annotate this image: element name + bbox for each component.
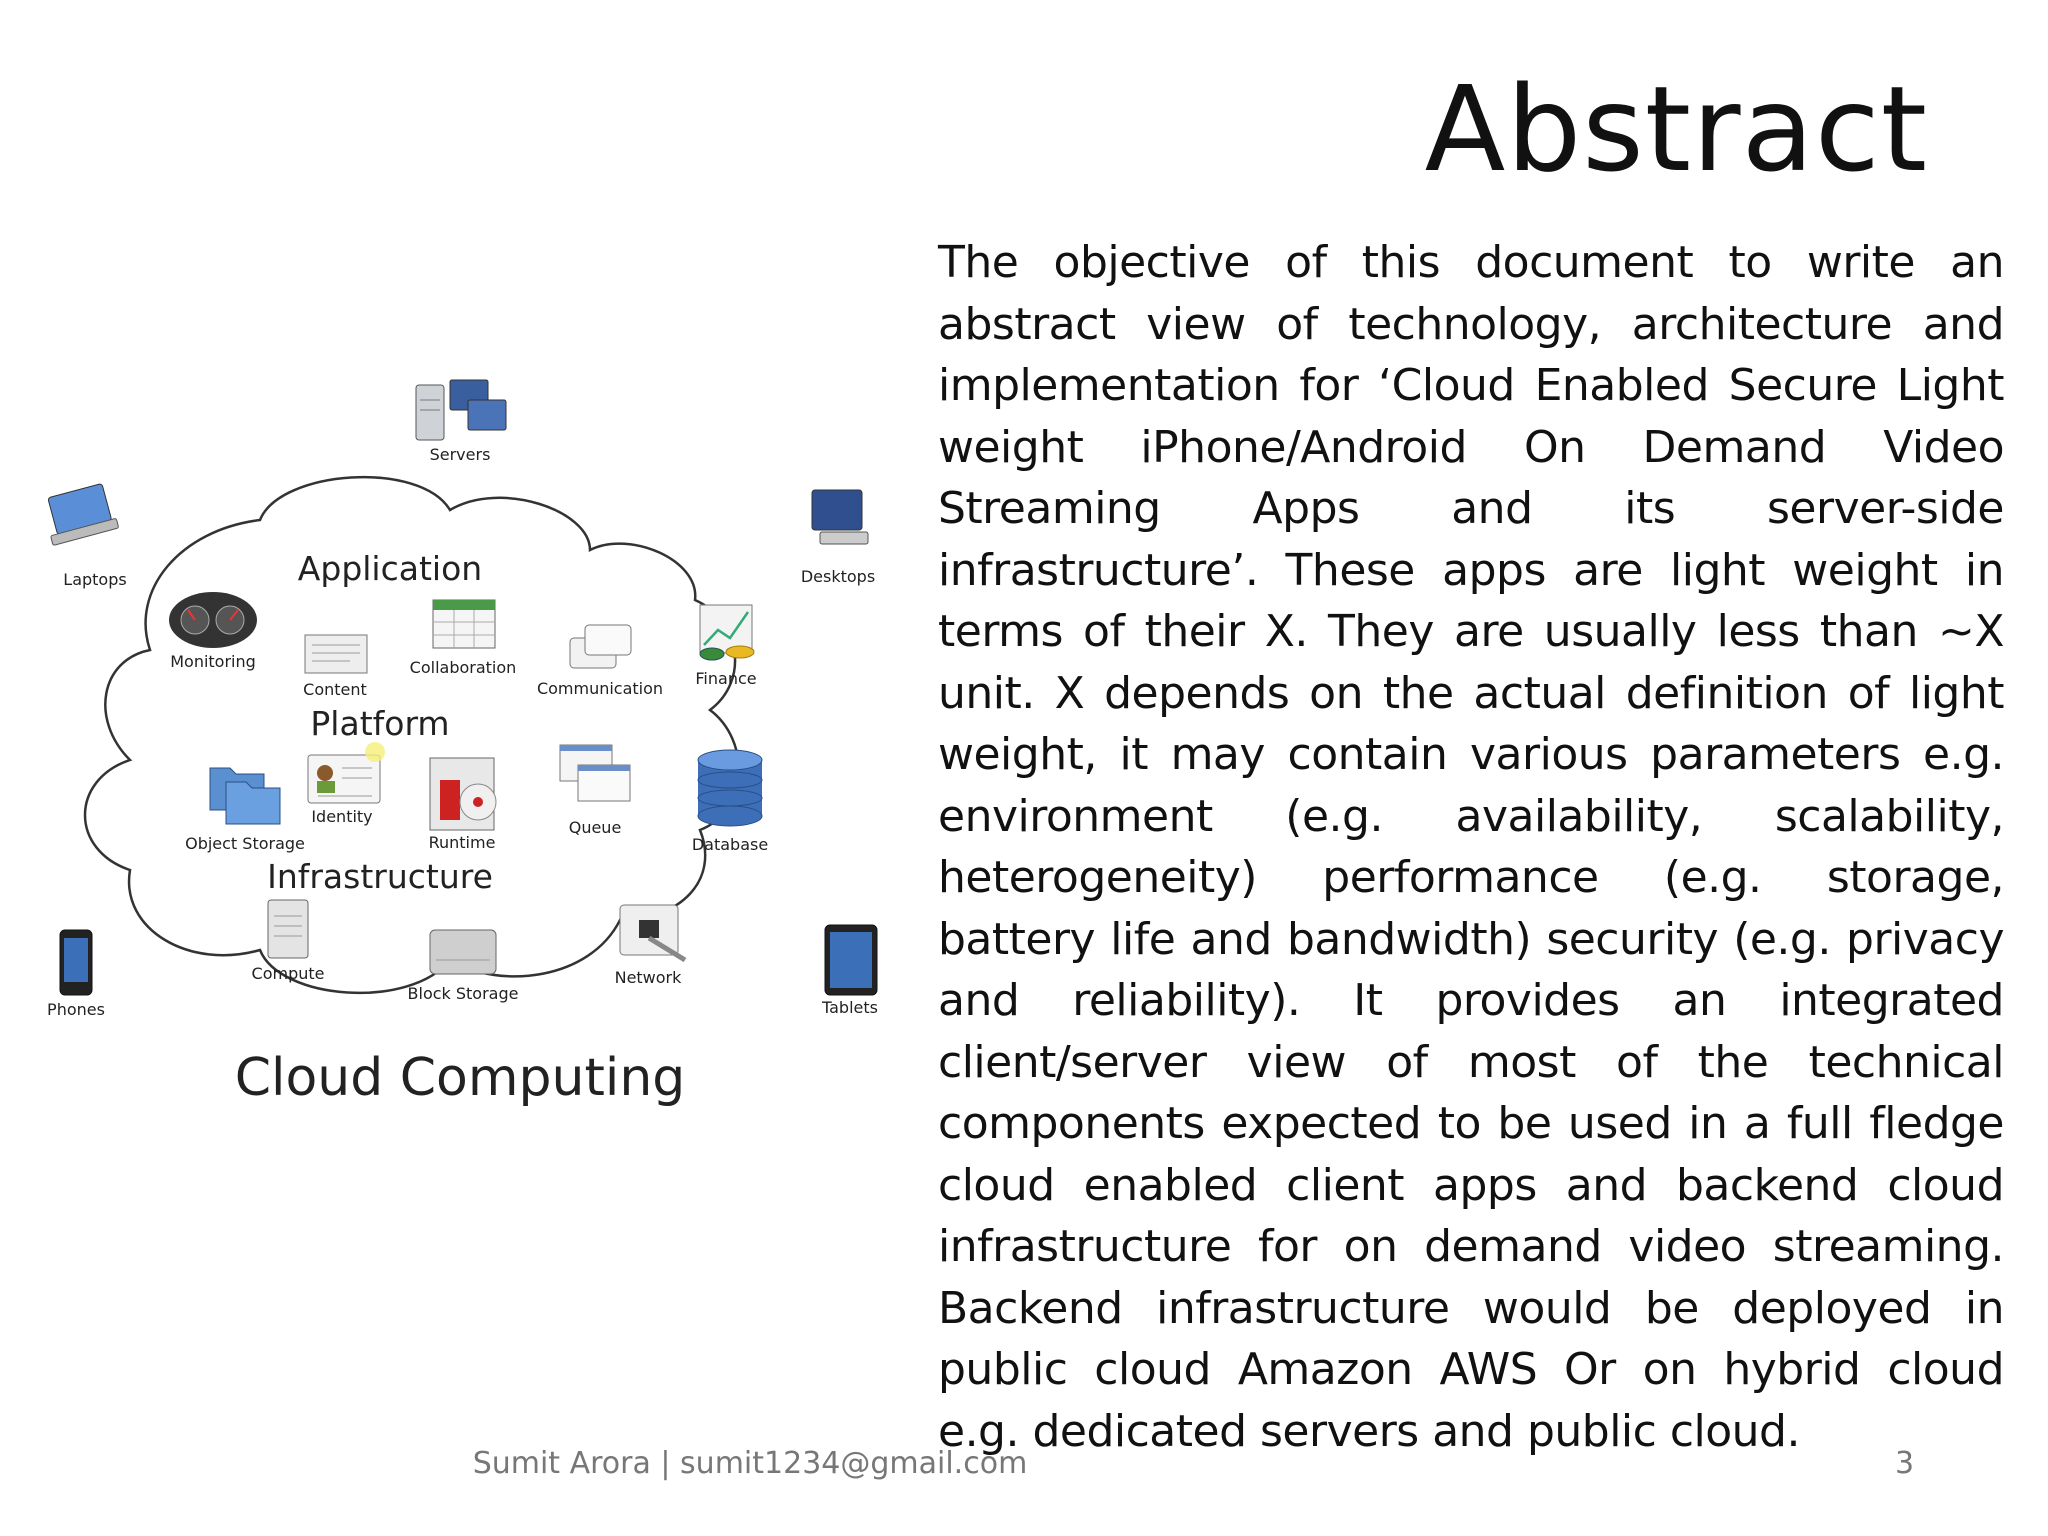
- database-label: Database: [692, 835, 768, 854]
- section-application: Application: [298, 549, 482, 588]
- phones-label: Phones: [47, 1000, 105, 1019]
- laptop-icon: [47, 483, 119, 546]
- identity-label: Identity: [311, 807, 372, 826]
- page-number: 3: [1895, 1446, 1915, 1481]
- network-label: Network: [615, 968, 683, 987]
- network-port-icon: [619, 904, 687, 963]
- folder-icon: [209, 767, 281, 825]
- section-platform: Platform: [310, 704, 449, 743]
- tablet-icon: [824, 924, 878, 996]
- cloud-computing-diagram: Application Platform Infrastructure Serv…: [30, 360, 890, 1140]
- slide-footer: Sumit Arora | sumit1234@gmail.com: [472, 1446, 1028, 1481]
- abstract-body: The objective of this document to write …: [938, 237, 2005, 1457]
- communication-label: Communication: [537, 679, 663, 698]
- runtime-disc-icon: [429, 757, 497, 831]
- collaboration-label: Collaboration: [410, 658, 517, 677]
- runtime-label: Runtime: [429, 833, 496, 852]
- content-label: Content: [303, 680, 367, 699]
- servers-icon: [415, 379, 507, 441]
- queue-windows-icon: [559, 744, 631, 802]
- calendar-icon: [432, 599, 496, 649]
- compute-label: Compute: [252, 964, 325, 983]
- laptops-label: Laptops: [63, 570, 126, 589]
- gauge-icon: [169, 592, 257, 648]
- slide-title: Abstract: [1424, 60, 1928, 198]
- queue-label: Queue: [569, 818, 622, 837]
- servers-label: Servers: [430, 445, 491, 464]
- phone-icon: [59, 929, 93, 996]
- finance-chart-icon: [699, 604, 755, 661]
- database-icon: [697, 749, 763, 827]
- desktop-icon: [811, 489, 869, 545]
- desktops-label: Desktops: [801, 567, 875, 586]
- compute-server-icon: [267, 899, 309, 959]
- chat-bubbles-icon: [569, 624, 632, 669]
- id-card-icon: [307, 742, 385, 804]
- tablets-label: Tablets: [821, 998, 878, 1017]
- diagram-caption: Cloud Computing: [235, 1048, 686, 1108]
- monitoring-label: Monitoring: [170, 652, 256, 671]
- section-infrastructure: Infrastructure: [267, 857, 493, 896]
- newspaper-icon: [304, 634, 368, 674]
- hard-drive-icon: [429, 929, 497, 975]
- cloud-computing-svg: Application Platform Infrastructure Serv…: [47, 379, 878, 1108]
- object-storage-label: Object Storage: [185, 834, 305, 853]
- finance-label: Finance: [695, 669, 756, 688]
- block-storage-label: Block Storage: [408, 984, 519, 1003]
